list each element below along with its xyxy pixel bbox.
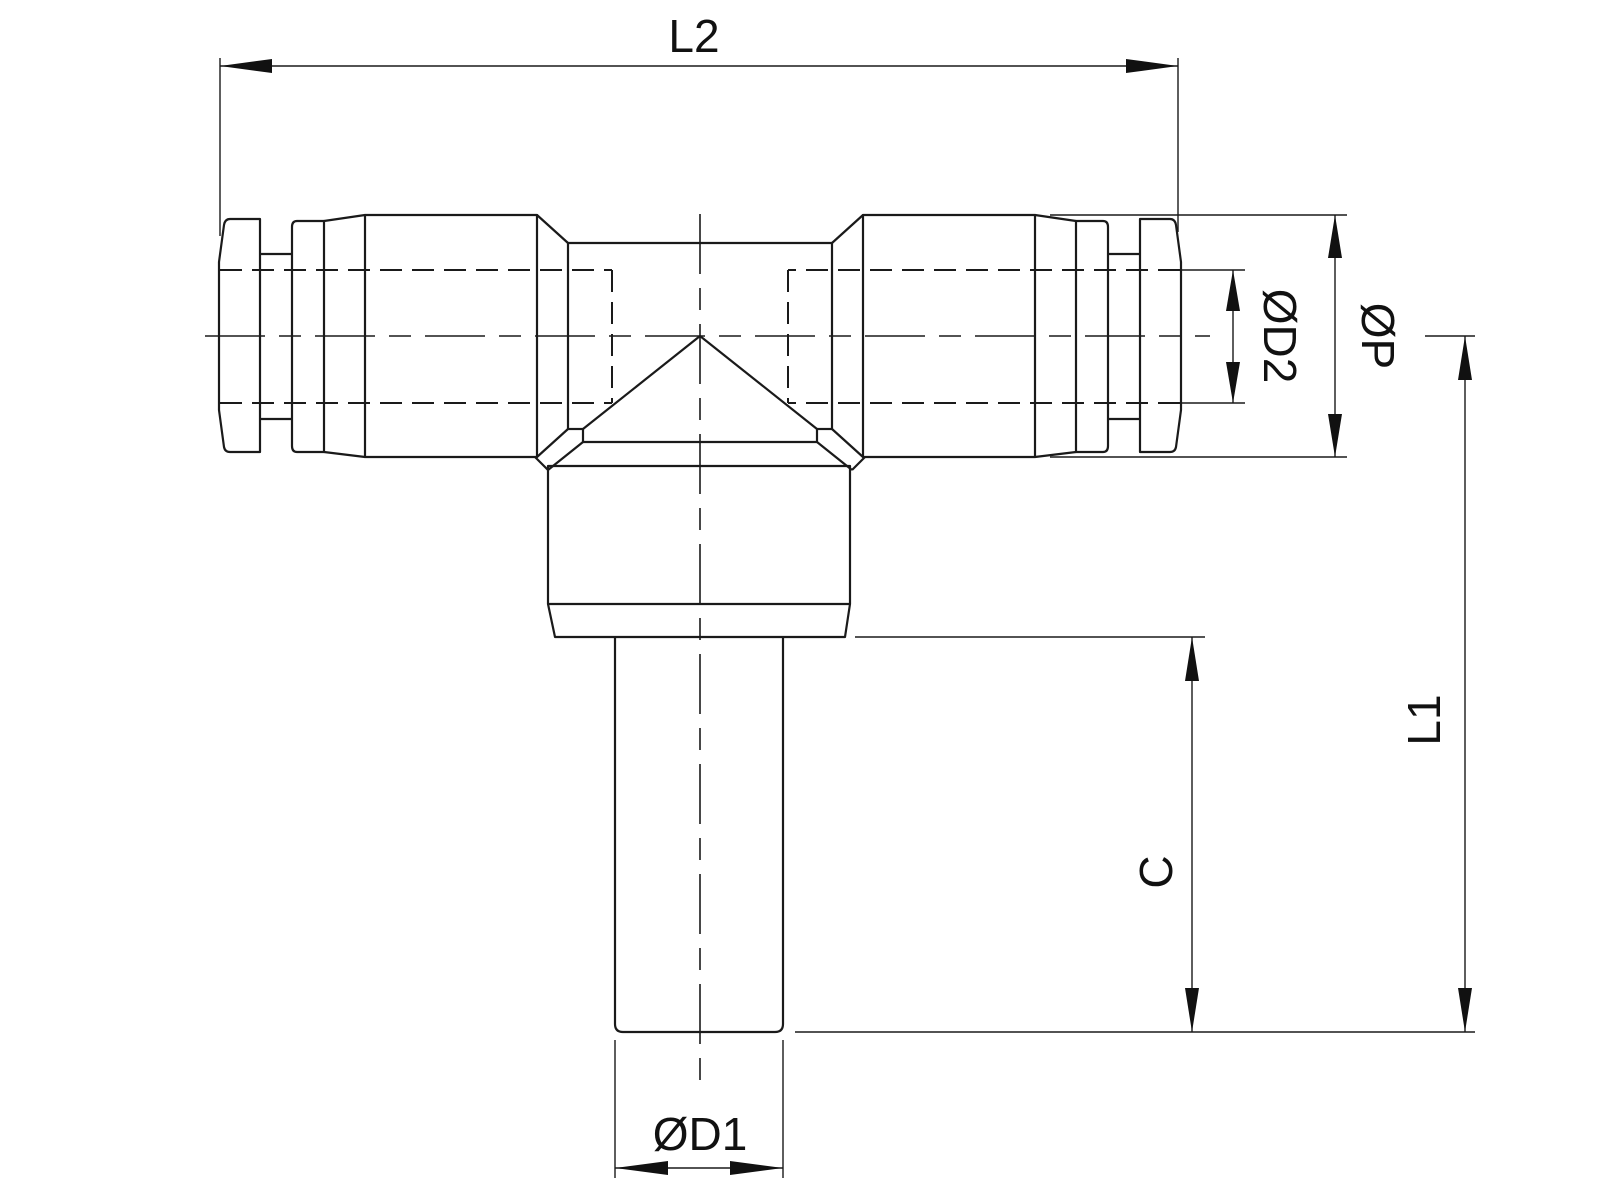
label-d2: ØD2 <box>1254 289 1306 384</box>
fitting-left-run <box>217 213 702 472</box>
dimension-c: C <box>855 636 1205 1032</box>
dimension-d2: ØD2 <box>1180 269 1306 404</box>
label-d1: ØD1 <box>653 1108 748 1160</box>
label-l2: L2 <box>668 10 719 62</box>
label-c: C <box>1130 855 1182 888</box>
dimension-l2: L2 <box>219 10 1179 236</box>
label-l1: L1 <box>1398 694 1450 745</box>
dimension-d1: ØD1 <box>614 1040 784 1178</box>
fitting-right-run <box>698 213 1183 472</box>
dimension-p: ØP <box>1050 214 1404 458</box>
dimension-l1: L1 <box>795 335 1475 1033</box>
branch-body <box>546 464 852 1034</box>
label-p: ØP <box>1352 303 1404 369</box>
